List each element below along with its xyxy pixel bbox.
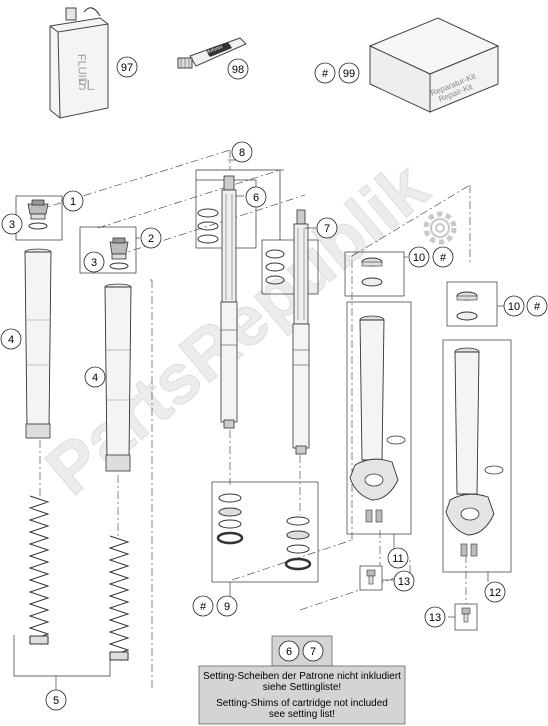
spring-left — [28, 495, 50, 645]
repair-kit-box: Reparatur-Kit Repair-Kit — [368, 17, 500, 113]
callout-3b[interactable]: 3 — [83, 251, 105, 273]
callout-3a[interactable]: 3 — [1, 213, 23, 235]
svg-text:13: 13 — [398, 576, 410, 588]
note-en-line2: see setting list! — [269, 709, 335, 720]
svg-text:6: 6 — [286, 646, 292, 658]
callout-10b[interactable]: 10 — [503, 295, 525, 317]
note-de-line2: siehe Settingliste! — [263, 682, 341, 693]
callout-13b[interactable]: 13 — [424, 606, 446, 628]
svg-text:8: 8 — [239, 147, 245, 159]
shim-stack-6 — [197, 208, 219, 244]
callout-11[interactable]: 11 — [387, 547, 409, 569]
outer-tube-12 — [445, 347, 504, 557]
callout-9[interactable]: 9 — [216, 595, 238, 617]
fork-tube-left — [24, 248, 52, 439]
callout-99[interactable]: 99 — [338, 62, 360, 84]
leader-lines — [55, 159, 504, 690]
gear-icon — [423, 211, 457, 245]
svg-text:4: 4 — [8, 334, 14, 346]
fork-tube-center — [104, 283, 132, 472]
fluid-can: FLUID 5L — [49, 7, 109, 119]
seal-kit-9 — [216, 493, 312, 571]
callout-1[interactable]: 1 — [62, 190, 84, 212]
callout-2[interactable]: 2 — [140, 227, 162, 249]
spring-center — [108, 535, 130, 661]
fluid-can-volume: 5L — [78, 77, 95, 94]
svg-text:3: 3 — [91, 257, 97, 269]
callout-98[interactable]: 98 — [227, 58, 249, 80]
bleed-screw-13a — [359, 565, 383, 591]
callout-99-hash[interactable]: # — [314, 62, 336, 84]
svg-text:#: # — [534, 301, 541, 313]
svg-text:10: 10 — [413, 252, 425, 264]
bushings-10b — [456, 291, 478, 321]
callout-6[interactable]: 6 — [245, 186, 267, 208]
grease-tube: Motorex — [177, 37, 247, 69]
svg-text:3: 3 — [9, 219, 15, 231]
cap-assembly-1 — [27, 199, 49, 230]
callout-4a[interactable]: 4 — [0, 328, 22, 350]
svg-text:#: # — [440, 252, 447, 264]
callout-9-hash[interactable]: # — [192, 595, 214, 617]
outer-tube-11 — [349, 315, 406, 523]
note-en-line1: Setting-Shims of cartridge not included — [216, 698, 388, 709]
cap-assembly-2 — [109, 237, 129, 270]
svg-text:7: 7 — [310, 646, 316, 658]
group-boxes — [13, 169, 512, 677]
svg-text:13: 13 — [429, 612, 441, 624]
bushings-10a — [361, 257, 383, 287]
svg-text:#: # — [200, 601, 207, 613]
bleed-screw-13b — [454, 603, 478, 631]
cartridge-left — [220, 175, 238, 429]
svg-text:99: 99 — [343, 68, 355, 80]
svg-text:9: 9 — [224, 601, 230, 613]
svg-text:97: 97 — [121, 62, 133, 74]
svg-text:7: 7 — [324, 223, 330, 235]
svg-text:10: 10 — [508, 301, 520, 313]
callout-10b-hash[interactable]: # — [526, 295, 548, 317]
note-ref-7[interactable]: 7 — [302, 640, 324, 662]
callout-12[interactable]: 12 — [484, 581, 506, 603]
note-de-line1: Setting-Scheiben der Patrone nicht inklu… — [203, 671, 401, 682]
svg-text:#: # — [322, 68, 329, 80]
callout-10a-hash[interactable]: # — [432, 246, 454, 268]
callout-4b[interactable]: 4 — [84, 366, 106, 388]
callout-7[interactable]: 7 — [316, 217, 338, 239]
shim-stack-7 — [265, 249, 285, 285]
callout-97[interactable]: 97 — [116, 56, 138, 78]
svg-text:5: 5 — [53, 695, 59, 707]
svg-text:4: 4 — [92, 372, 98, 384]
grease-tube-label: Motorex — [205, 44, 224, 56]
fluid-can-label: FLUID — [75, 54, 88, 86]
note-ref-6[interactable]: 6 — [278, 640, 300, 662]
setting-shims-note: 6 7 Setting-Scheiben der Patrone nicht i… — [198, 635, 406, 725]
callout-8[interactable]: 8 — [231, 141, 253, 163]
svg-text:11: 11 — [392, 553, 403, 565]
svg-text:6: 6 — [253, 192, 259, 204]
callout-10a[interactable]: 10 — [408, 246, 430, 268]
callout-5[interactable]: 5 — [45, 689, 67, 711]
svg-text:1: 1 — [70, 196, 76, 208]
watermark: PartsRepublik — [31, 147, 457, 510]
callout-13a[interactable]: 13 — [393, 570, 415, 592]
svg-text:12: 12 — [489, 587, 501, 599]
svg-text:98: 98 — [232, 64, 244, 76]
cartridge-right — [292, 209, 310, 455]
svg-text:2: 2 — [148, 233, 154, 245]
